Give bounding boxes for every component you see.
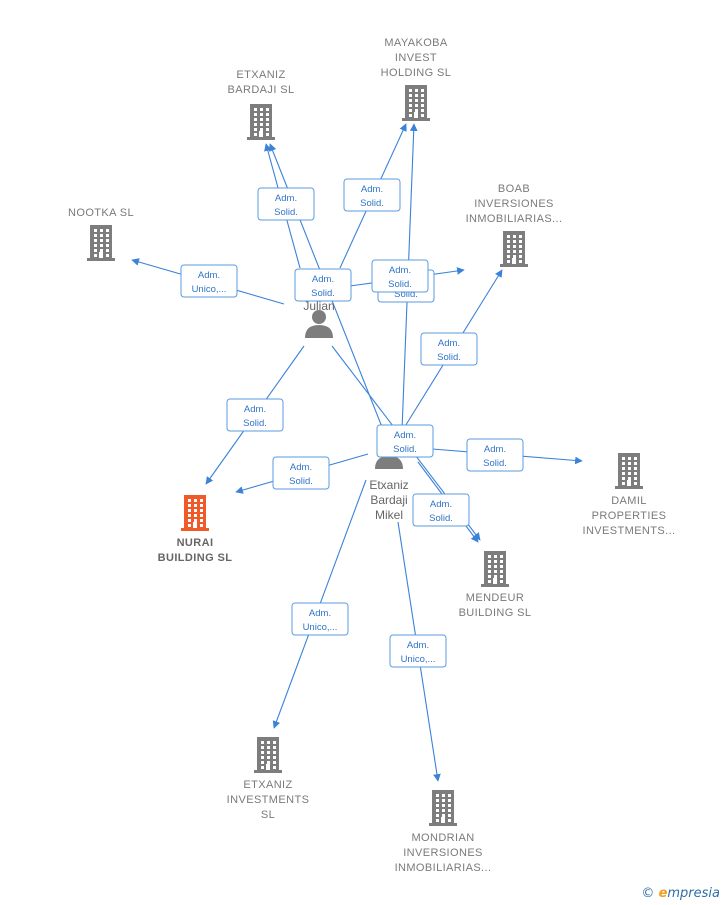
- role-badge[interactable]: Adm. Unico,...: [291, 602, 349, 636]
- role-badge[interactable]: Adm. Solid.: [420, 332, 478, 366]
- building-icon: [402, 85, 430, 121]
- role-badge[interactable]: Adm. Solid.: [412, 493, 470, 527]
- company-node-etxaniz-investments[interactable]: ETXANIZ INVESTMENTS SL: [227, 737, 310, 821]
- role-badge-text: Adm.: [438, 338, 460, 349]
- company-label: INVERSIONES: [474, 198, 554, 210]
- company-label: BUILDING SL: [158, 552, 233, 564]
- company-label: HOLDING SL: [381, 67, 452, 79]
- role-badge[interactable]: Adm. Solid.: [343, 178, 401, 212]
- role-badge-text: Adm.: [275, 193, 297, 204]
- role-badge[interactable]: Adm. Unico,...: [389, 634, 447, 668]
- company-label: MAYAKOBA: [384, 37, 448, 49]
- company-label: INVESTMENTS...: [583, 525, 676, 537]
- building-icon: [87, 225, 115, 261]
- role-badge-text: Adm.: [312, 274, 334, 285]
- building-icon: [181, 495, 209, 531]
- copyright-symbol: ©: [641, 886, 655, 901]
- person-label: Etxaniz: [369, 478, 408, 492]
- role-badge[interactable]: Adm. Solid.: [294, 268, 352, 302]
- role-badge-text: Unico,...: [401, 654, 436, 665]
- company-label: ETXANIZ: [236, 69, 285, 81]
- company-label: INMOBILIARIAS...: [395, 862, 492, 874]
- building-icon: [500, 231, 528, 267]
- company-node-nurai[interactable]: NURAI BUILDING SL: [158, 495, 233, 564]
- role-badge-text: Solid.: [393, 444, 417, 455]
- role-badge[interactable]: Adm. Solid.: [226, 398, 284, 432]
- role-badge-text: Adm.: [484, 444, 506, 455]
- company-node-mendeur[interactable]: MENDEUR BUILDING SL: [459, 551, 532, 619]
- role-badge[interactable]: Adm. Unico,...: [180, 264, 238, 298]
- role-badge[interactable]: Adm. Solid.: [371, 259, 429, 293]
- role-badge-text: Solid.: [429, 513, 453, 524]
- building-icon: [615, 453, 643, 489]
- role-badge[interactable]: Adm. Solid.: [466, 438, 524, 472]
- brand-initial: e: [658, 886, 668, 901]
- role-badge-text: Adm.: [389, 265, 411, 276]
- role-badge-text: Adm.: [394, 430, 416, 441]
- role-badge-text: Adm.: [198, 270, 220, 281]
- company-label: NURAI: [177, 537, 214, 549]
- person-icon: [305, 310, 333, 338]
- company-node-nootka[interactable]: NOOTKA SL: [68, 207, 134, 261]
- building-icon: [254, 737, 282, 773]
- company-node-etxaniz-bardaji[interactable]: ETXANIZ BARDAJI SL: [228, 69, 295, 140]
- role-badge-text: Adm.: [430, 499, 452, 510]
- company-label: INVESTMENTS: [227, 794, 310, 806]
- role-badge[interactable]: Adm. Solid.: [272, 456, 330, 490]
- role-badge-text: Solid.: [394, 289, 418, 300]
- company-label: BARDAJI SL: [228, 84, 295, 96]
- empresia-logo[interactable]: © empresia: [641, 886, 720, 901]
- role-badge-text: Solid.: [437, 352, 461, 363]
- role-badge-text: Solid.: [289, 476, 313, 487]
- company-label: NOOTKA SL: [68, 207, 134, 219]
- role-badge-text: Adm.: [309, 608, 331, 619]
- company-node-damil[interactable]: DAMIL PROPERTIES INVESTMENTS...: [583, 453, 676, 537]
- company-label: INVERSIONES: [403, 847, 483, 859]
- role-badge-text: Adm.: [407, 640, 429, 651]
- nodes-layer: NURAI BUILDING SL NOOTKA SL ETXANIZ BARDAJI …: [68, 37, 675, 874]
- role-badge-text: Adm.: [244, 404, 266, 415]
- company-label: MENDEUR: [466, 592, 524, 604]
- role-badge-text: Solid.: [274, 207, 298, 218]
- company-label: INVEST: [395, 52, 437, 64]
- brand-name: mpresia: [667, 886, 720, 901]
- role-badge-text: Solid.: [243, 418, 267, 429]
- company-label: SL: [261, 809, 275, 821]
- role-badge[interactable]: Adm. Solid.: [257, 187, 315, 221]
- company-node-mayakoba[interactable]: MAYAKOBA INVEST HOLDING SL: [381, 37, 452, 121]
- company-label: BOAB: [498, 183, 530, 195]
- role-badge-text: Adm.: [290, 462, 312, 473]
- building-icon: [429, 790, 457, 826]
- person-label: Julian: [303, 299, 334, 313]
- role-badge[interactable]: Adm. Solid.: [376, 424, 434, 458]
- role-badge-text: Adm.: [361, 184, 383, 195]
- company-label: MONDRIAN: [411, 832, 474, 844]
- building-icon: [247, 104, 275, 140]
- company-label: BUILDING SL: [459, 607, 532, 619]
- role-badge-text: Unico,...: [192, 284, 227, 295]
- person-label: Bardaji: [370, 493, 407, 507]
- building-icon: [481, 551, 509, 587]
- person-label: Mikel: [375, 508, 403, 522]
- role-badge-text: Solid.: [483, 458, 507, 469]
- role-badge-text: Unico,...: [303, 622, 338, 633]
- company-node-boab[interactable]: BOAB INVERSIONES INMOBILIARIAS...: [466, 183, 563, 267]
- role-badge-text: Solid.: [311, 288, 335, 299]
- role-badge-text: Solid.: [388, 279, 412, 290]
- company-label: INMOBILIARIAS...: [466, 213, 563, 225]
- company-label: DAMIL: [611, 495, 647, 507]
- badges-layer: Adm. Unico,... Adm. Solid. Adm. Solid. Adm. Sol…: [180, 178, 524, 668]
- company-label: ETXANIZ: [243, 779, 292, 791]
- role-badge-text: Solid.: [360, 198, 384, 209]
- company-label: PROPERTIES: [592, 510, 667, 522]
- company-node-mondrian[interactable]: MONDRIAN INVERSIONES INMOBILIARIAS...: [395, 790, 492, 874]
